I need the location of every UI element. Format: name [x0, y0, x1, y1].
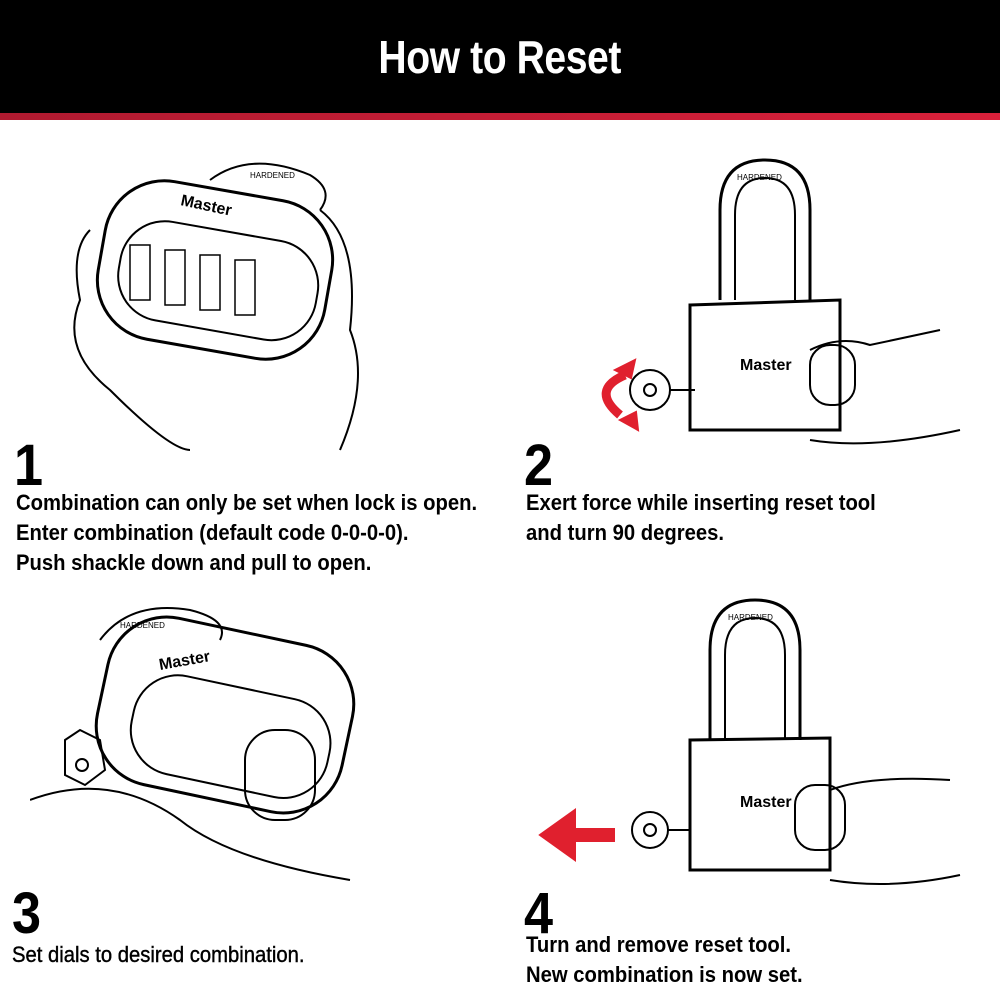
step-1-text: Combination can only be set when lock is…	[16, 488, 477, 578]
step-4-line: New combination is now set.	[526, 962, 803, 987]
lock-brand-text: Master	[740, 794, 792, 811]
step-2-number: 2	[524, 433, 554, 498]
lock-brand-text: Master	[740, 357, 792, 374]
header-banner: How to Reset	[0, 0, 1000, 113]
red-stripe	[0, 113, 1000, 120]
step-4-line: Turn and remove reset tool.	[526, 932, 792, 957]
step3-lock-illustration: Master HARDENED	[30, 607, 356, 881]
step-2-text: Exert force while inserting reset tool a…	[526, 488, 876, 548]
step2-lock-illustration: HARDENED Master	[601, 158, 961, 445]
step-3-text: Set dials to desired combination.	[12, 940, 305, 970]
step-3-line: Set dials to desired combination.	[12, 942, 305, 967]
step-3-number: 3	[12, 881, 42, 946]
step-2-line: Exert force while inserting reset tool	[526, 490, 876, 515]
shackle-text: HARDENED	[120, 621, 165, 630]
lock-brand-text: Master	[158, 648, 212, 674]
shackle-text: HARDENED	[250, 171, 295, 180]
step-1-line: Enter combination (default code 0-0-0-0)…	[16, 520, 409, 545]
shackle-text: HARDENED	[737, 173, 782, 182]
step-1-line: Combination can only be set when lock is…	[16, 490, 478, 515]
shackle-text: HARDENED	[728, 613, 773, 622]
step-2-line: and turn 90 degrees.	[526, 520, 724, 545]
step-1-number: 1	[14, 433, 44, 498]
step1-lock-illustration: Master HARDENED	[73, 162, 359, 451]
step4-lock-illustration: HARDENED Master	[538, 598, 961, 885]
step-1-line: Push shackle down and pull to open.	[16, 550, 372, 575]
step-4-number: 4	[524, 881, 554, 946]
step-4-text: Turn and remove reset tool. New combinat…	[526, 930, 803, 990]
page-title: How to Reset	[378, 30, 622, 83]
lock-brand-text: Master	[179, 192, 233, 219]
